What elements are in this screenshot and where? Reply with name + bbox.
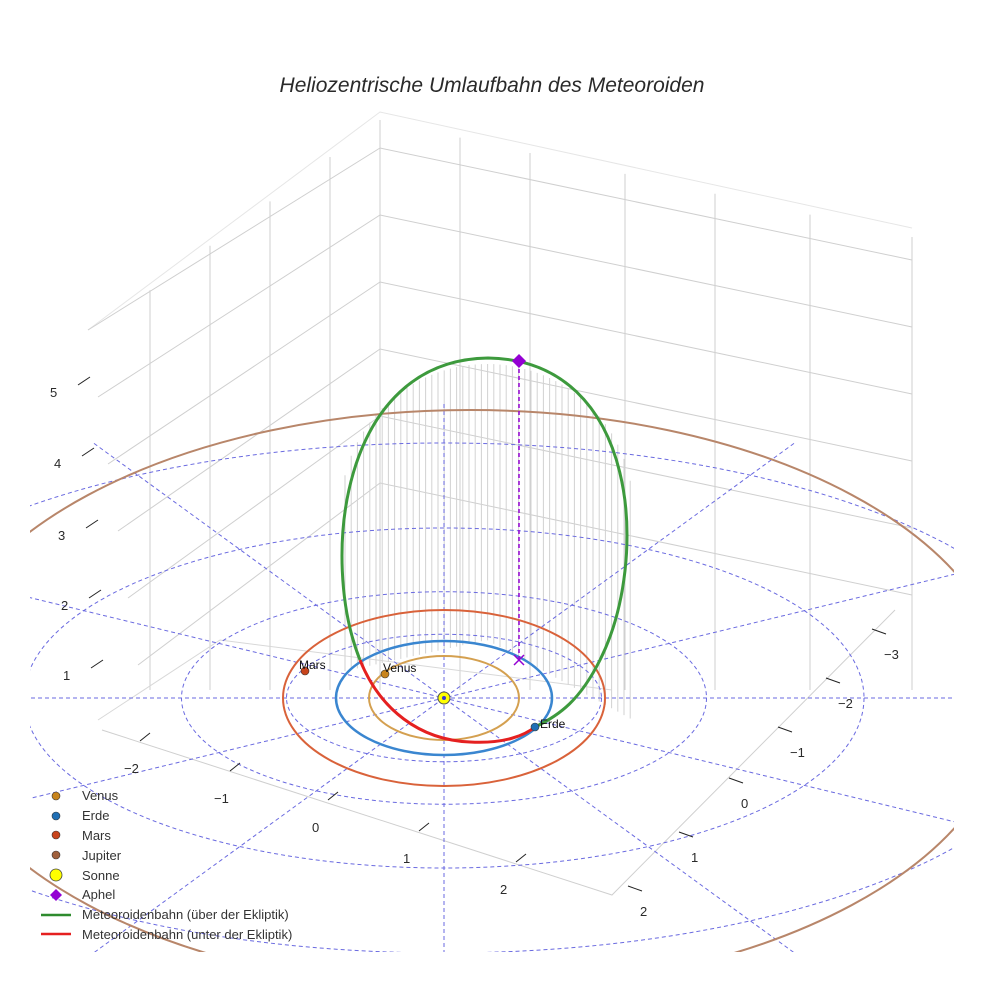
axis-ticks: 1 2 3 4 5 −2 −1 0 1 2 −3 −2 −1 0 1 2	[50, 376, 899, 919]
legend-label: Erde	[82, 808, 110, 824]
svg-text:−2: −2	[124, 761, 139, 776]
svg-text:0: 0	[741, 796, 748, 811]
legend-label: Meteoroidenbahn (unter der Ekliptik)	[82, 926, 293, 942]
legend-label: Jupiter	[82, 847, 122, 863]
svg-text:2: 2	[640, 904, 647, 919]
legend-item[interactable]: Aphel	[38, 885, 292, 905]
legend-label: Meteoroidenbahn (über der Ekliptik)	[82, 907, 289, 923]
svg-text:2: 2	[500, 882, 507, 897]
legend-item[interactable]: Sonne	[38, 865, 292, 885]
svg-text:Mars: Mars	[299, 658, 326, 672]
legend-item[interactable]: Mars	[38, 826, 292, 846]
svg-text:Erde: Erde	[540, 717, 566, 731]
svg-text:2: 2	[61, 598, 68, 613]
svg-text:−1: −1	[790, 745, 805, 760]
svg-text:3: 3	[58, 528, 65, 543]
dot-icon	[38, 790, 74, 802]
svg-text:1: 1	[691, 850, 698, 865]
planet-orbits	[30, 409, 954, 952]
line-icon	[38, 931, 74, 937]
legend-label: Sonne	[82, 867, 120, 883]
legend-item[interactable]: Meteoroidenbahn (unter der Ekliptik)	[38, 925, 292, 945]
diamond-icon	[38, 888, 74, 902]
dot-icon	[38, 829, 74, 841]
legend-item[interactable]: Venus	[38, 786, 292, 806]
legend-label: Venus	[82, 788, 119, 804]
svg-text:−1: −1	[214, 791, 229, 806]
legend-item[interactable]: Meteoroidenbahn (über der Ekliptik)	[38, 905, 292, 925]
svg-text:Venus: Venus	[383, 661, 416, 675]
svg-text:4: 4	[54, 456, 61, 471]
sun-icon	[38, 868, 74, 882]
svg-text:1: 1	[63, 668, 70, 683]
svg-text:−2: −2	[838, 696, 853, 711]
chart-title: Heliozentrische Umlaufbahn des Meteoroid…	[279, 74, 705, 97]
dot-icon	[38, 810, 74, 822]
legend-item[interactable]: Erde	[38, 806, 292, 826]
svg-text:0: 0	[312, 820, 319, 835]
legend-item[interactable]: Jupiter	[38, 845, 292, 865]
meteoroid-orbit	[340, 356, 629, 744]
line-icon	[38, 912, 74, 918]
dot-icon	[38, 849, 74, 861]
svg-text:1: 1	[403, 851, 410, 866]
svg-text:5: 5	[50, 385, 57, 400]
svg-text:−3: −3	[884, 647, 899, 662]
aphel-marker	[512, 354, 526, 368]
legend-label: Mars	[82, 827, 111, 843]
legend-label: Aphel	[82, 887, 116, 903]
